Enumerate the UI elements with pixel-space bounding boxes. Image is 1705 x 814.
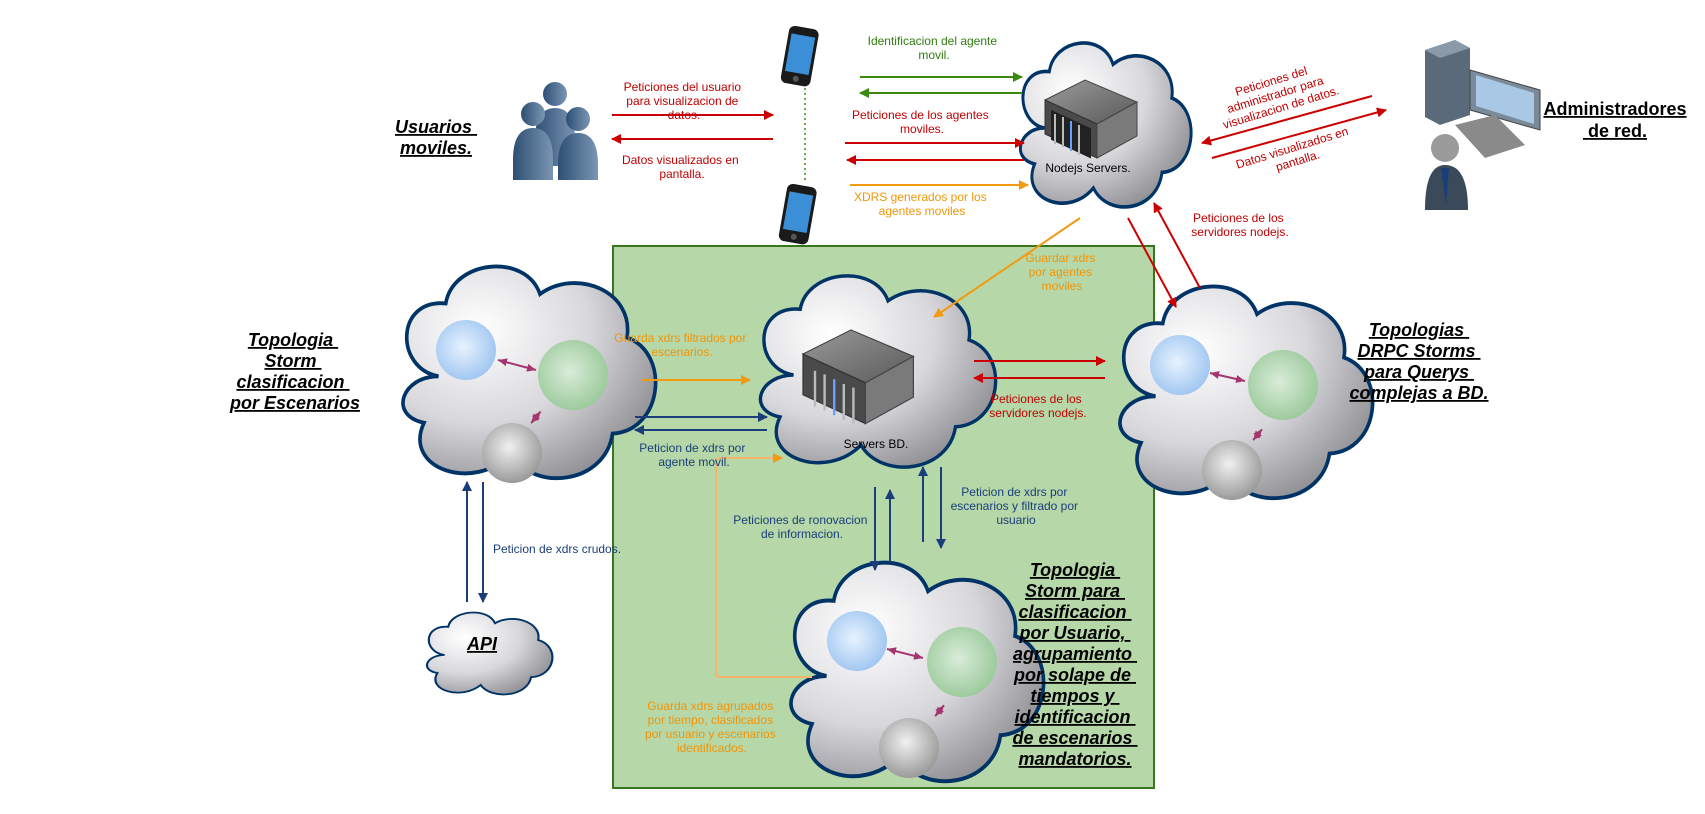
mobile-users-icon [513, 82, 598, 180]
arrow [933, 217, 1081, 318]
drpc-topology-title: Topologias DRPC Storms para Querys compl… [1349, 320, 1488, 403]
arrow [1211, 107, 1387, 159]
bolt-node [927, 627, 997, 697]
bd-server-icon [801, 329, 915, 425]
arrow [715, 453, 812, 678]
spout-node [436, 320, 496, 380]
bolt-node [538, 340, 608, 410]
arrow [1201, 95, 1373, 146]
edge-label: Peticiones de los agentes moviles. [852, 108, 992, 136]
edge-label: Peticion de xdrs por escenarios y filtra… [951, 485, 1082, 527]
edge-label: XDRS generados por los agentes moviles [854, 190, 990, 218]
arrow [1153, 202, 1201, 289]
mobile-phone-icon [780, 25, 819, 87]
edge-label: Datos visualizados en pantalla. [622, 153, 742, 181]
nodejs-server-label: Nodejs Servers. [1045, 161, 1130, 175]
edge-label: Identificacion del agente movil. [868, 34, 1001, 62]
bd-server-label: Servers BD. [844, 437, 909, 451]
edge-label: Peticion de xdrs crudos. [493, 542, 621, 556]
edge-label: Peticiones del usuario para visualizacio… [624, 80, 745, 122]
edge-label: Guardar xdrs por agentes moviles [1025, 251, 1098, 293]
edge-label: Peticiones de los servidores nodejs. [989, 392, 1086, 420]
user-storm-nodes [827, 611, 997, 778]
admin-workstation-icon [1425, 40, 1541, 210]
storage-node [879, 718, 939, 778]
edge-label: Peticiones de los servidores nodejs. [1191, 211, 1288, 239]
spout-node [827, 611, 887, 671]
edge-label: Guarda xdrs agrupados por tiempo, clasif… [645, 699, 779, 755]
admins-title: Administradores de red. [1543, 99, 1686, 141]
edge-label: Peticion de xdrs por agente movil. [639, 441, 748, 469]
spout-node [1150, 335, 1210, 395]
scenario-storm-nodes [436, 320, 608, 483]
bolt-node [1248, 350, 1318, 420]
drpc-storm-nodes [1150, 335, 1318, 500]
arrow [1127, 217, 1177, 308]
storage-node [482, 423, 542, 483]
edge-label: Datos visualizados en pantalla. [1234, 123, 1357, 185]
nodejs-server-icon [1043, 79, 1139, 159]
scenario-topology-title: Topologia Storm clasificacion por Escena… [229, 330, 360, 413]
storage-node [1202, 440, 1262, 500]
api-title: API [466, 634, 498, 654]
edge-label: Peticiones de ronovacion de informacion. [733, 513, 870, 541]
mobile-phone-icon [778, 183, 817, 245]
user-topology-title: Topologia Storm para clasificacion por U… [1012, 560, 1137, 769]
mobile-users-title: Usuarios moviles. [395, 117, 477, 158]
edge-label: Peticiones del administrador para visual… [1213, 56, 1341, 131]
edge-label: Guarda xdrs filtrados por escenarios. [614, 331, 749, 359]
